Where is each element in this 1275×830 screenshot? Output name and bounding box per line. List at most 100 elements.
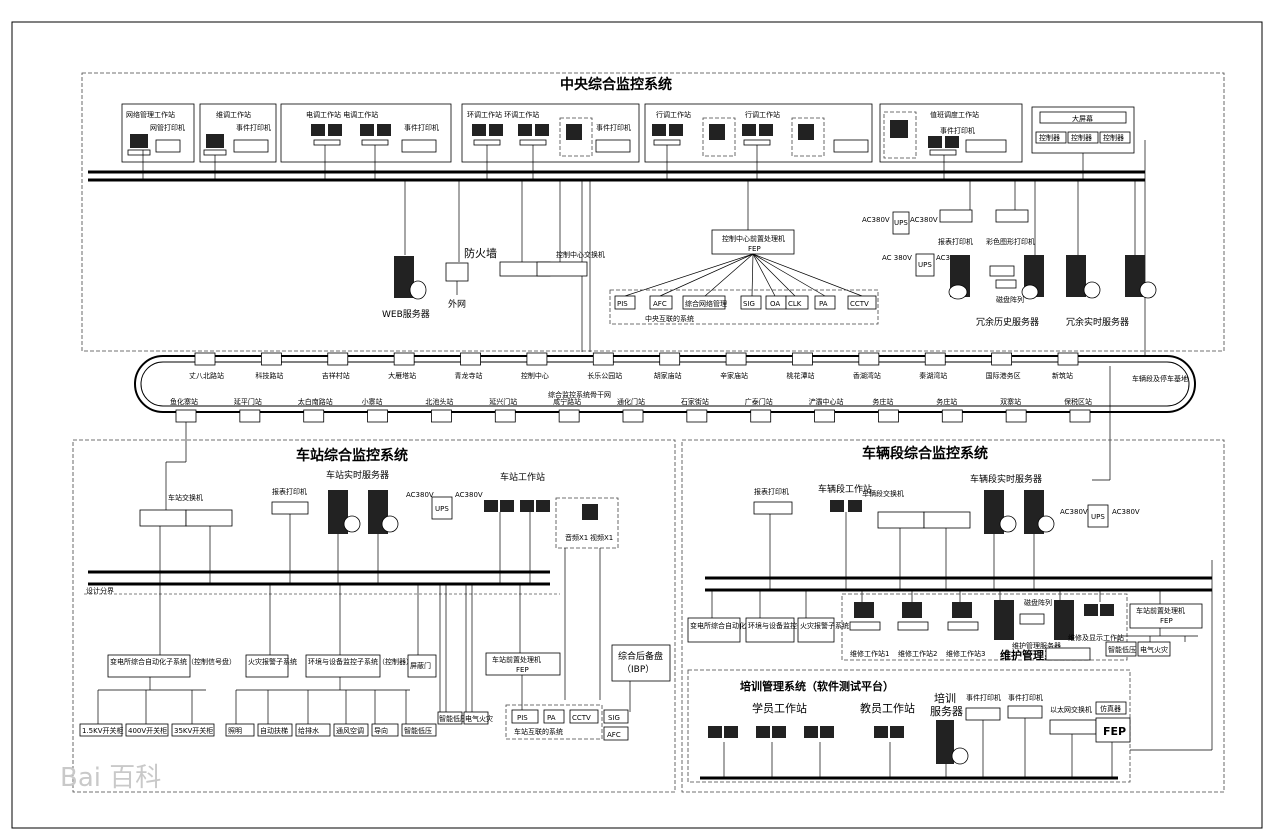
station-switch-1: [139, 509, 187, 527]
simulator-label: 仿真器: [1100, 704, 1121, 713]
station-switch-2: [185, 509, 233, 527]
depot-fep-line1: 车站前置处理机: [1136, 606, 1185, 615]
training-event-printer-2: 事件打印机: [1008, 693, 1043, 702]
ring-top-label-13: 新筑站: [1052, 371, 1073, 380]
ring-top-node-8: [725, 352, 747, 366]
depot-env: 环境与设备监控子系统: [748, 621, 818, 630]
depot-report-printer: 报表打印机: [754, 487, 789, 496]
station-fire: 火灾报警子系统: [248, 657, 297, 666]
station-power-box: [107, 654, 191, 678]
group-4-label: 环调工作站 环调工作站: [467, 110, 539, 119]
station-small-1: 智能低压: [439, 714, 467, 723]
bigscreen-ctrl-3: 控制器: [1103, 133, 1124, 142]
station-sys-pis: PIS: [517, 714, 528, 722]
station-audio: 音频X1: [565, 533, 588, 542]
depot-fire-box: [797, 617, 835, 643]
group-5-label-b: 行调工作站: [745, 110, 780, 119]
central-systems-label: 中央互联的系统: [645, 314, 694, 323]
maint-display-label: 维修及显示工作站: [1068, 633, 1124, 642]
depot-frame: [681, 439, 1225, 793]
station-fire-box: [245, 654, 289, 678]
depot-fep-box: [1129, 603, 1203, 629]
station-small-1-box: [437, 711, 463, 725]
ring-bottom-node-0: [175, 409, 197, 423]
station-systems-frame: [505, 704, 603, 740]
depot-small-2: 电气火灾: [1140, 645, 1168, 654]
teacher-ws-label: 教员工作站: [860, 701, 915, 715]
ring-top-label-6: 长乐公园站: [587, 371, 622, 380]
station-bottom-label-2: 35KV开关柜: [174, 726, 213, 735]
ring-bottom-label-11: 务庄站: [872, 397, 893, 406]
ring-top-label-11: 秦湖湾站: [919, 371, 947, 380]
ring-bottom-label-3: 小寨站: [362, 397, 383, 406]
station-bottom-label-7: 导向: [374, 726, 388, 735]
station-fep-line2: FEP: [516, 666, 529, 674]
group-4-printer: 事件打印机: [596, 123, 631, 132]
ring-bottom-node-11: [878, 409, 899, 423]
center-switch-2: [536, 261, 588, 277]
design-boundary-label: 设计分界: [86, 586, 114, 595]
training-server-2: 服务器: [930, 705, 963, 718]
ring-bottom-node-3: [367, 409, 388, 423]
ring-top-label-12: 国际港务区: [986, 371, 1021, 380]
ring-top-node-7: [659, 352, 681, 366]
group-2-printer: 事件打印机: [236, 123, 271, 132]
eth-switch-icon: [1049, 719, 1097, 735]
ac380-1: AC380V: [862, 216, 890, 224]
depot-drops: [711, 512, 1213, 751]
ring-bottom-node-9: [750, 409, 772, 423]
ring-bottom-label-10: 浐灞中心站: [809, 397, 844, 406]
ring-bottom-node-5: [494, 409, 516, 423]
color-printer-label: 彩色图形打印机: [986, 237, 1035, 246]
depot-ac380-1: AC380V: [1060, 508, 1088, 516]
central-frame: [81, 72, 1225, 352]
ring-bottom-label-9: 广泰门站: [745, 397, 773, 406]
rt-server-label: 冗余实时服务器: [1066, 316, 1129, 328]
ring-top-label-1: 科技路站: [255, 371, 283, 380]
central-sys-nm: 综合网络管理: [685, 299, 727, 308]
central-sys-sig: SIG: [743, 300, 755, 308]
ring-center-label: 综合监控系统骨干网: [548, 390, 611, 399]
ring-top-node-0: [194, 352, 216, 366]
station-env-box: [305, 654, 381, 678]
training-fep-box: [1095, 717, 1131, 743]
ring-bottom-node-10: [814, 409, 835, 423]
ring-top-node-1: [260, 352, 282, 366]
ring-top-node-6: [592, 352, 614, 366]
maint-ws-2: 维修工作站2: [898, 649, 937, 658]
central-sys-oa: OA: [770, 300, 780, 308]
group-6-printer: 事件打印机: [940, 126, 975, 135]
maint-frame: [841, 593, 1128, 661]
hist-server-label: 冗余历史服务器: [976, 316, 1039, 328]
station-sys-pa: PA: [547, 714, 556, 722]
station-bottom-box-0: [79, 723, 123, 737]
ring-top-node-3: [393, 352, 415, 366]
depot-fire: 火灾报警子系统: [800, 621, 849, 630]
depot-ups: UPS: [1091, 513, 1105, 521]
station-bottom-label-8: 智能低压: [404, 726, 432, 735]
station-report-printer: 报表打印机: [272, 487, 307, 496]
station-bottom-label-3: 照明: [228, 727, 242, 735]
station-sub-links: [97, 675, 523, 724]
station-screen-door-box: [407, 654, 437, 678]
ups-2: [915, 253, 935, 277]
ring-top-node-4: [460, 352, 481, 366]
station-ac380-1: AC380V: [406, 491, 434, 499]
ring-top-label-5: 控制中心: [521, 371, 549, 380]
training-event-printer-1: 事件打印机: [966, 693, 1001, 702]
ring-bottom-label-4: 北池头站: [425, 397, 453, 406]
ring-bottom-node-8: [686, 409, 708, 423]
station-video: 视频X1: [590, 533, 613, 542]
station-ups: UPS: [435, 505, 449, 513]
ring-top-node-9: [792, 352, 813, 366]
ring-bottom-label-14: 保税区站: [1064, 397, 1092, 406]
ac380-3: AC 380V: [882, 254, 912, 262]
training-title: 培训管理系统（软件测试平台）: [740, 679, 894, 693]
depot-small-1: 智能低压: [1108, 645, 1136, 654]
ring-bottom-node-1: [239, 409, 261, 423]
ac380-2: AC380V: [910, 216, 938, 224]
depot-env-box: [745, 617, 795, 643]
station-small-2-box: [463, 711, 489, 725]
